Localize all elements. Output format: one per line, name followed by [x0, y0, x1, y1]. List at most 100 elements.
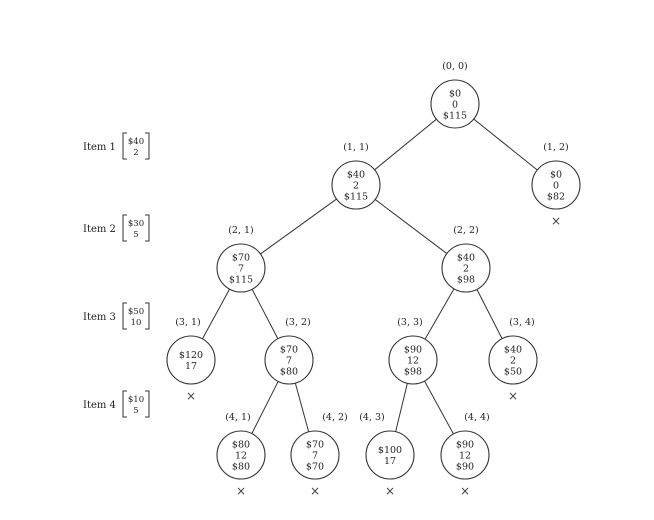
tree-edge: [424, 380, 454, 435]
node-label: (4, 4): [464, 412, 490, 423]
node-value: 2: [510, 356, 516, 367]
tree-edge: [260, 198, 337, 255]
node-value: $120: [179, 350, 203, 361]
node-label: (3, 3): [397, 317, 423, 328]
item-row: Item 1 $402: [83, 132, 150, 160]
tree-edge: [294, 383, 310, 432]
node-circle: [388, 335, 438, 385]
left-bracket: [122, 390, 127, 418]
left-bracket: [122, 132, 127, 160]
item-value: $40: [128, 137, 144, 147]
node-value: $115: [344, 192, 368, 203]
item-label: Item 2: [83, 224, 116, 235]
node-value: 2: [353, 181, 359, 192]
item-row: Item 2 $305: [83, 214, 150, 242]
tree-edge: [374, 118, 437, 171]
tree-edge: [374, 199, 448, 254]
node-value: $80: [232, 462, 250, 473]
tree-node-n21: (2, 1) $707$115: [216, 225, 266, 293]
tree-node-n32: (3, 2)$707$80: [264, 317, 314, 385]
node-value: 0: [452, 100, 458, 111]
node-value: $98: [404, 367, 422, 378]
node-circle: [331, 160, 381, 210]
node-circle: [216, 430, 266, 480]
right-bracket: [145, 302, 150, 330]
node-value: 2: [463, 264, 469, 275]
item-value: $10: [128, 395, 144, 405]
node-label: (3, 2): [285, 317, 311, 328]
node-label: (3, 4): [509, 317, 535, 328]
node-value: $0: [449, 89, 461, 100]
node-value: $70: [306, 462, 324, 473]
node-circle: [166, 335, 216, 385]
pruned-mark: ×: [186, 389, 196, 403]
node-label: (0, 0): [442, 61, 468, 72]
node-label: (1, 1): [343, 142, 369, 153]
node-value: 7: [238, 264, 244, 275]
item-weight: 5: [133, 230, 138, 240]
tree-node-n34: (3, 4)$402$50×: [488, 317, 538, 403]
right-bracket: [145, 132, 150, 160]
edges-layer: [202, 118, 538, 435]
node-value: $40: [457, 253, 475, 264]
pruned-mark: ×: [385, 484, 395, 498]
node-label: (2, 1): [228, 225, 254, 236]
node-circle: [430, 79, 480, 129]
tree-edge: [202, 288, 230, 340]
tree-edge: [395, 383, 408, 432]
node-value: $90: [456, 440, 474, 451]
tree-edge: [476, 289, 503, 339]
tree-node-n11: (1, 1) $402$115: [331, 142, 381, 210]
tree-node-n00: (0, 0)$00$115: [430, 61, 480, 129]
node-circle: [531, 160, 581, 210]
node-circle: [441, 243, 491, 293]
node-value: $90: [404, 345, 422, 356]
item-value: $30: [128, 219, 144, 229]
item-label: Item 1: [83, 142, 116, 153]
node-label: (4, 1): [225, 412, 251, 423]
nodes-layer: (0, 0)$00$115(1, 1)$402$115(1, 2)$00$82×…: [166, 61, 581, 498]
item-label: Item 4: [83, 400, 116, 411]
node-value: 17: [185, 361, 197, 372]
node-value: $98: [457, 275, 475, 286]
right-bracket: [145, 390, 150, 418]
tree-edge: [251, 289, 279, 339]
tree-edge: [251, 381, 279, 434]
right-bracket: [145, 214, 150, 242]
pruned-mark: ×: [310, 484, 320, 498]
item-row: Item 4$105: [83, 390, 150, 418]
item-weight: 2: [133, 148, 138, 158]
node-value: $115: [229, 275, 253, 286]
left-bracket: [122, 214, 127, 242]
node-label: (3, 1): [175, 317, 201, 328]
tree-node-n22: (2, 2) $402$98: [441, 225, 491, 293]
node-circle: [290, 430, 340, 480]
node-circle: [264, 335, 314, 385]
node-value: $80: [232, 440, 250, 451]
pruned-mark: ×: [551, 214, 561, 228]
node-value: 0: [553, 181, 559, 192]
node-value: $70: [306, 440, 324, 451]
node-value: $40: [347, 170, 365, 181]
item-value: $50: [128, 307, 144, 317]
node-value: $50: [504, 367, 522, 378]
node-value: $82: [547, 192, 565, 203]
node-label: (4, 2): [322, 412, 348, 423]
node-value: $40: [504, 345, 522, 356]
node-value: 7: [286, 356, 292, 367]
node-label: (4, 3): [359, 412, 385, 423]
node-value: $100: [378, 445, 402, 456]
node-value: $90: [456, 462, 474, 473]
node-circle: [440, 430, 490, 480]
node-value: $70: [232, 253, 250, 264]
node-value: 12: [235, 451, 247, 462]
node-label: (2, 2): [453, 225, 479, 236]
